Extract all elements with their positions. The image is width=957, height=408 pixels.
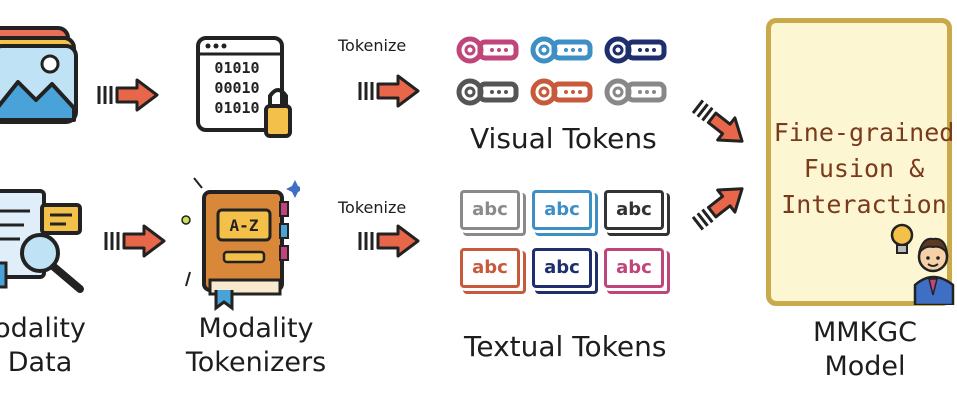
text-token: abc [604, 190, 670, 236]
key-token-icon [604, 36, 667, 64]
visual-token-grid [456, 34, 676, 114]
text-token: abc [460, 248, 526, 294]
source-modality-label: odality Data [0, 313, 86, 378]
tokenizers-label: Modality Tokenizers [185, 313, 327, 378]
text-token: abc [604, 248, 670, 294]
text-token: abc [532, 190, 598, 236]
model-label: MMKGC Model [812, 317, 918, 382]
tokenize-label-top: Tokenize [338, 36, 407, 55]
key-token-icon [456, 78, 519, 106]
book-icon: A-Z [180, 172, 300, 312]
tokenize-label-bottom: Tokenize [338, 198, 407, 217]
key-token-icon [456, 36, 519, 64]
arrow-down-right-icon [691, 99, 744, 143]
binary-line: 00010 [214, 79, 260, 97]
person-icon [913, 237, 955, 305]
arrow-right-icon [104, 224, 166, 258]
arrow-right-icon [358, 224, 420, 258]
image-stack-icon [0, 26, 78, 124]
binary-window-icon: 01010 00010 01010 [196, 36, 292, 148]
book-label: A-Z [229, 216, 259, 235]
key-token-icon [530, 78, 593, 106]
model-text-line: Fusion & [803, 154, 925, 183]
binary-line: 01010 [214, 59, 260, 77]
model-text-line: Interaction [781, 190, 947, 219]
lightbulb-icon [890, 223, 914, 254]
key-token-icon [604, 78, 667, 106]
arrow-right-icon [358, 74, 420, 108]
text-token: abc [460, 190, 526, 236]
binary-line: 01010 [214, 99, 260, 117]
arrow-up-right-icon [691, 187, 744, 231]
document-search-icon [0, 189, 84, 293]
key-token-icon [530, 36, 593, 64]
textual-tokens-label: Textual Tokens [464, 330, 667, 363]
arrow-right-icon [97, 78, 159, 112]
model-box: Fine-grained Fusion & Interaction [766, 18, 955, 306]
text-token: abc [532, 248, 598, 294]
model-text-line: Fine-grained [773, 118, 955, 147]
visual-tokens-label: Visual Tokens [470, 122, 657, 155]
